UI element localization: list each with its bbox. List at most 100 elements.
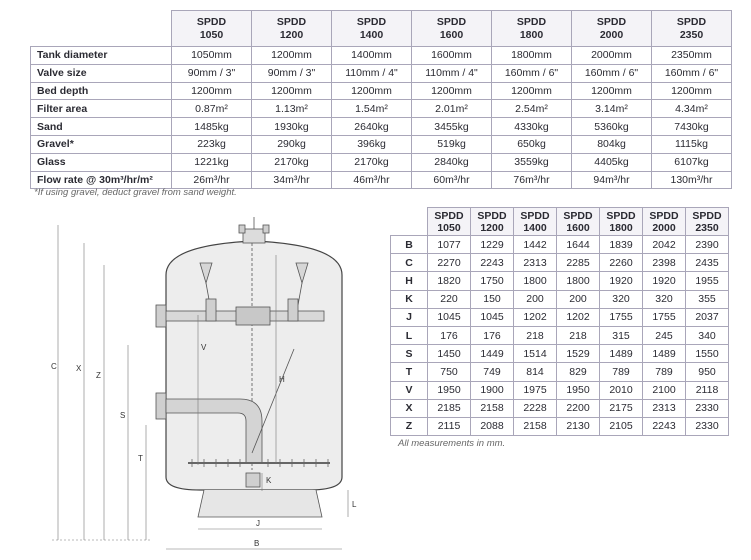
table-cell: 160mm / 6" <box>651 63 732 83</box>
table-cell: 1930kg <box>251 117 332 136</box>
table-cell: 1442 <box>513 234 557 255</box>
table-cell: 200 <box>556 289 600 309</box>
laterals <box>191 459 329 467</box>
table-cell: 2175 <box>599 398 643 418</box>
dim-label-c: C <box>51 362 57 371</box>
table-row: V 1950 1900 1975 1950 2010 2100 2118 <box>390 380 729 400</box>
table-cell: 1045 <box>470 307 514 327</box>
table-cell: 176 <box>427 325 471 346</box>
table-row: Gravel* 223kg 290kg 396kg 519kg 650kg 80… <box>30 134 732 154</box>
table-cell: 1800 <box>513 271 557 291</box>
row-key: S <box>390 344 428 364</box>
table-row: T 750 749 814 829 789 789 950 <box>390 362 729 382</box>
spec-header-corner <box>30 10 172 47</box>
table-cell: 814 <box>513 362 557 382</box>
table-cell: 1045 <box>427 307 471 327</box>
table-cell: 2100 <box>642 380 686 400</box>
table-cell: 110mm / 4" <box>331 63 412 83</box>
table-cell: 1644 <box>556 234 600 255</box>
table-cell: 94m³/hr <box>571 170 652 190</box>
tank-skirt <box>197 489 323 518</box>
row-key: T <box>390 362 428 382</box>
table-cell: 355 <box>685 289 729 309</box>
table-cell: 176 <box>470 325 514 346</box>
gravel-footnote: *If using gravel, deduct gravel from san… <box>34 187 237 198</box>
table-cell: 7430kg <box>651 117 732 136</box>
table-cell: 2.54m² <box>491 99 572 119</box>
dim-label-s: S <box>120 411 125 420</box>
dim-label-x: X <box>76 364 82 373</box>
table-cell: 396kg <box>331 134 412 154</box>
table-cell: 1.13m² <box>251 99 332 119</box>
dim-label-l: L <box>352 500 357 509</box>
row-key: C <box>390 253 428 273</box>
table-cell: 2118 <box>685 380 729 400</box>
table-cell: 1529 <box>556 344 600 364</box>
table-cell: 1489 <box>642 344 686 364</box>
table-cell: 2.01m² <box>411 99 492 119</box>
table-cell: 1600mm <box>411 46 492 65</box>
dim-label-k: K <box>266 476 272 485</box>
table-row: Sand 1485kg 1930kg 2640kg 3455kg 4330kg … <box>30 117 732 136</box>
table-cell: 1221kg <box>171 152 252 172</box>
table-cell: 2390 <box>685 234 729 255</box>
table-cell: 1449 <box>470 344 514 364</box>
table-cell: 130m³/hr <box>651 170 732 190</box>
table-row: Tank diameter 1050mm 1200mm 1400mm 1600m… <box>30 46 732 65</box>
row-key: B <box>390 234 428 255</box>
table-cell: 2285 <box>556 253 600 273</box>
table-row: L 176 176 218 218 315 245 340 <box>390 325 729 346</box>
table-cell: 2170kg <box>331 152 412 172</box>
row-key: Z <box>390 416 428 437</box>
table-cell: 519kg <box>411 134 492 154</box>
table-cell: 1485kg <box>171 117 252 136</box>
table-cell: 160mm / 6" <box>491 63 572 83</box>
table-cell: 1200mm <box>331 81 412 101</box>
row-key: X <box>390 398 428 418</box>
table-cell: 1950 <box>556 380 600 400</box>
row-label: Gravel* <box>30 134 172 154</box>
table-cell: 1229 <box>470 234 514 255</box>
table-cell: 2115 <box>427 416 471 437</box>
table-cell: 749 <box>470 362 514 382</box>
table-cell: 829 <box>556 362 600 382</box>
table-cell: 150 <box>470 289 514 309</box>
table-cell: 223kg <box>171 134 252 154</box>
table-cell: 218 <box>513 325 557 346</box>
table-row: Filter area 0.87m² 1.13m² 1.54m² 2.01m² … <box>30 99 732 119</box>
table-cell: 76m³/hr <box>491 170 572 190</box>
table-cell: 2000mm <box>571 46 652 65</box>
table-cell: 6107kg <box>651 152 732 172</box>
table-cell: 4405kg <box>571 152 652 172</box>
table-cell: 1955 <box>685 271 729 291</box>
table-row: C 2270 2243 2313 2285 2260 2398 2435 <box>390 253 729 273</box>
table-cell: 2010 <box>599 380 643 400</box>
table-cell: 1514 <box>513 344 557 364</box>
table-cell: 1755 <box>642 307 686 327</box>
table-row: J 1045 1045 1202 1202 1755 1755 2037 <box>390 307 729 327</box>
table-cell: 290kg <box>251 134 332 154</box>
table-cell: 320 <box>599 289 643 309</box>
table-cell: 1077 <box>427 234 471 255</box>
filter-tank-drawing: C X Z S T V H K L J B <box>51 217 357 550</box>
table-cell: 5360kg <box>571 117 652 136</box>
table-cell: 1200mm <box>251 81 332 101</box>
table-cell: 1750 <box>470 271 514 291</box>
table-cell: 315 <box>599 325 643 346</box>
table-cell: 950 <box>685 362 729 382</box>
table-cell: 245 <box>642 325 686 346</box>
table-row: Z 2115 2088 2158 2130 2105 2243 2330 <box>390 416 729 437</box>
row-label: Filter area <box>30 99 172 119</box>
table-cell: 46m³/hr <box>331 170 412 190</box>
table-cell: 2330 <box>685 398 729 418</box>
table-cell: 1550 <box>685 344 729 364</box>
table-cell: 1200mm <box>571 81 652 101</box>
